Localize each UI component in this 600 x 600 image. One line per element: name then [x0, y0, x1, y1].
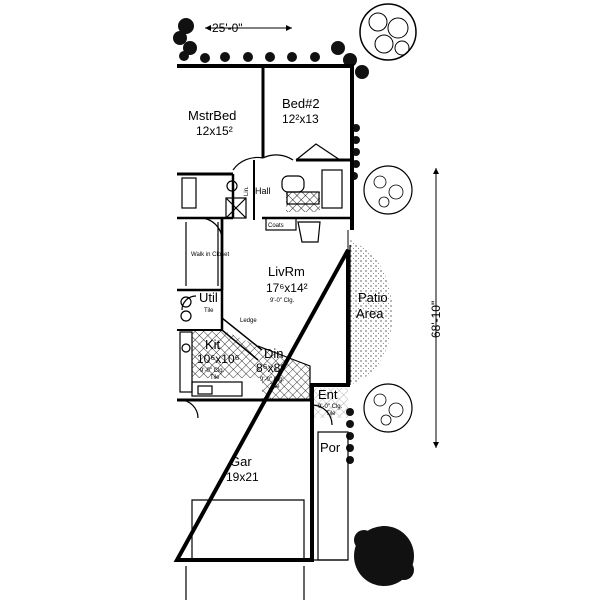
kitchen-name: Kit — [205, 337, 221, 352]
tree-patio-lower — [363, 383, 413, 433]
walk-in-closet-label: Walk in Closet — [191, 252, 229, 258]
door-swings — [179, 154, 333, 426]
kitchen-note: Tile — [210, 375, 220, 381]
living-size: 17⁶x14² — [266, 281, 308, 295]
garage-size: 19x21 — [226, 470, 259, 484]
shrub-bottom-right — [354, 526, 414, 586]
bed2-name: Bed#2 — [282, 96, 320, 111]
master-bed-size: 12x15² — [196, 124, 233, 138]
width-dimension — [205, 25, 292, 31]
utility-name: Util — [199, 290, 218, 305]
garage-door — [185, 499, 348, 600]
coats-label: Coats — [268, 223, 284, 229]
entry-note: Tile — [326, 411, 336, 417]
bath-tile — [286, 192, 320, 212]
patio-label-line1: Patio — [358, 290, 388, 305]
tree-patio-upper — [363, 165, 413, 215]
kitchen-size: 10⁶x10⁶ — [197, 352, 240, 366]
dining-outline — [257, 345, 311, 400]
hall-label: Hall — [255, 186, 271, 196]
depth-dimension — [433, 168, 439, 448]
patio-stipple — [350, 240, 393, 385]
dining-name: Din — [264, 346, 284, 361]
utility-fixtures — [180, 296, 192, 322]
bed2-size: 12²x13 — [282, 112, 319, 126]
master-bed-name: MstrBed — [188, 108, 236, 123]
patio-label: Patio Area — [356, 290, 391, 321]
kitchen-counters — [179, 317, 263, 397]
utility-note: Tile — [204, 308, 214, 314]
ledge-label: Ledge — [240, 318, 257, 324]
living-name: LivRm — [268, 264, 305, 279]
entry-tile — [312, 388, 348, 418]
width-dimension-label: 25'-0" — [212, 21, 243, 35]
shrub-top-left — [173, 18, 197, 61]
dining-note: Tile — [270, 384, 280, 390]
garage-name: Gar — [230, 454, 252, 469]
exterior-wall — [173, 64, 354, 562]
living-ceiling: 9'-0" Clg. — [270, 298, 295, 304]
entry-ceiling: 9'-0" Clg. — [318, 404, 343, 410]
closet-shelves — [185, 222, 219, 286]
tree-top-right — [359, 3, 417, 61]
kitchen-ceiling: 9'-0" Clg. — [200, 368, 225, 374]
kitchen-dining-tile — [192, 330, 310, 400]
dining-ceiling: 9'-0" Clg. — [260, 377, 285, 383]
porch-name: Por — [320, 440, 341, 455]
dining-size: 8⁶x8⁶ — [256, 361, 285, 375]
linen-label: Lin. — [244, 186, 250, 196]
patio-label-line2: Area — [356, 306, 384, 321]
hedge-top — [200, 41, 369, 79]
depth-dimension-label: 68'-10" — [429, 301, 443, 338]
entry-name: Ent — [318, 387, 338, 402]
